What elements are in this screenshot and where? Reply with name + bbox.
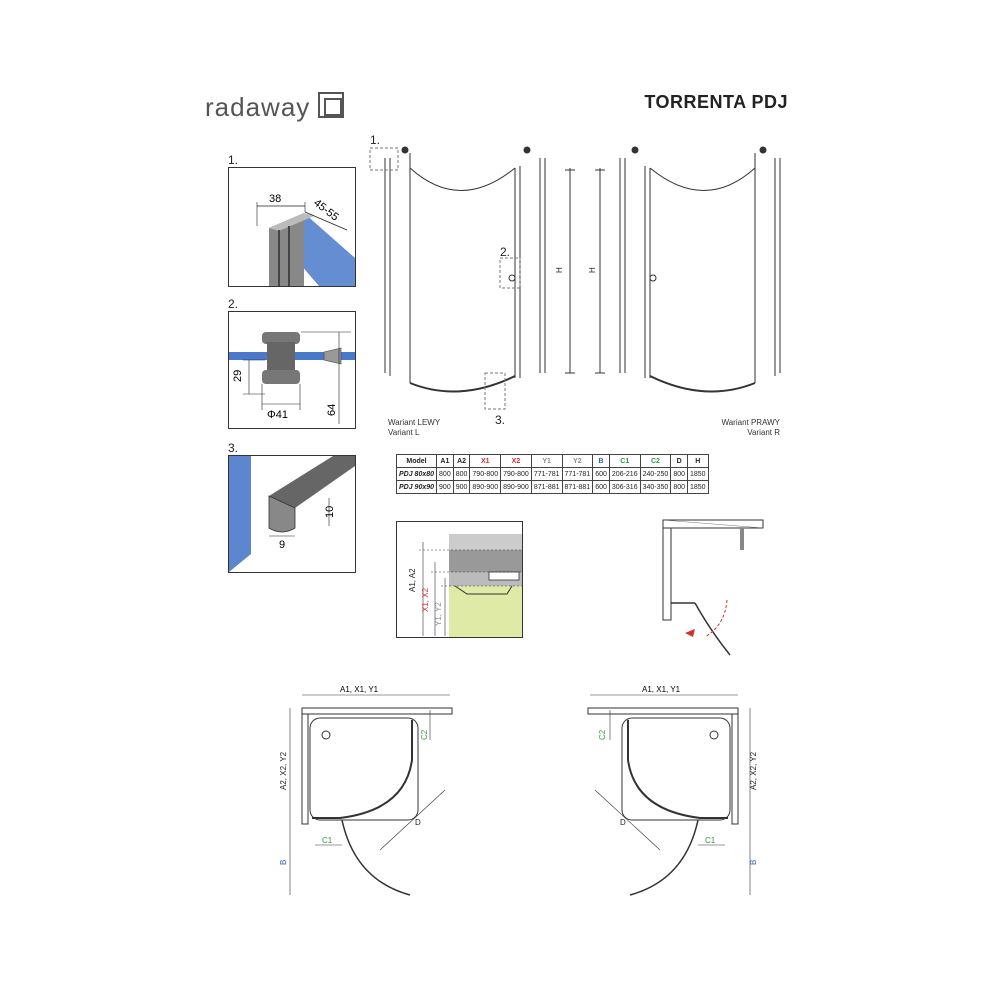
dim-64: 64: [326, 404, 338, 416]
detail-3-panel: 10 9: [228, 455, 356, 573]
spec-cell: 790-800: [500, 467, 532, 481]
plan-left-b: B: [280, 860, 288, 865]
spec-header-1: A1: [436, 454, 454, 468]
elevation-drawings: 1. 2. 3. H H: [369, 133, 781, 427]
plan-right-c2: C2: [598, 729, 607, 740]
spec-cell: 340-350: [639, 480, 672, 494]
spec-cell: 871-881: [530, 480, 563, 494]
dim-29: 29: [232, 370, 244, 382]
spec-header-7: B: [592, 454, 610, 468]
dim-phi41: Φ41: [267, 409, 288, 421]
spec-header-11: H: [687, 454, 709, 468]
spec-cell: 600: [592, 467, 610, 481]
plan-left-side-label: A2, X2, Y2: [280, 751, 288, 790]
detail-1-panel: 38 45-55: [228, 167, 356, 287]
plan-right-c1: C1: [705, 836, 716, 845]
variant-left-caption: Wariant LEWY Variant L: [388, 418, 441, 437]
elevation-left: [384, 146, 575, 393]
plan-right-d: D: [620, 818, 626, 827]
spec-cell: 900: [452, 480, 471, 494]
door-swing-diagram: [662, 519, 764, 656]
plan-right: A1, X1, Y1 A2, X2, Y2 B C1 C2 D: [587, 685, 758, 896]
profile-front: [269, 213, 304, 286]
spec-header-6: Y2: [561, 454, 594, 468]
spec-header-10: D: [670, 454, 688, 468]
page-title: TORRENTA PDJ: [644, 92, 788, 112]
spec-cell: 1850: [687, 480, 709, 494]
height-label-right: H: [588, 267, 597, 273]
detail-1-number: 1.: [228, 153, 239, 167]
spec-cell: 890-900: [469, 480, 502, 494]
plan-left-top-label: A1, X1, Y1: [340, 685, 379, 694]
section-label-y: Y1, Y2: [434, 602, 443, 626]
detail-3-drawing: 10 9: [229, 456, 355, 572]
dim-10: 10: [324, 506, 336, 518]
plan-left-c2: C2: [420, 729, 429, 740]
dim-9: 9: [279, 539, 285, 551]
spec-cell: 790-800: [469, 467, 502, 481]
spec-cell: 900: [436, 480, 454, 494]
spec-cell: 771-781: [530, 467, 563, 481]
spec-header-9: C2: [639, 454, 672, 468]
callout-box-3: [484, 372, 506, 410]
brand-name: radaway: [205, 92, 311, 122]
spec-header-2: A2: [452, 454, 471, 468]
callout-2: 2.: [500, 245, 510, 259]
detail-1-drawing: 38 45-55: [229, 180, 355, 286]
plan-left-d: D: [415, 818, 421, 827]
spec-cell: 890-900: [500, 480, 532, 494]
variant-right-caption: Wariant PRAWY Variant R: [721, 418, 780, 437]
spec-cell: 871-881: [561, 480, 594, 494]
hinge-bottom: [262, 370, 300, 384]
spec-header-4: X2: [500, 454, 532, 468]
plan-right-side-label: A2, X2, Y2: [749, 751, 758, 790]
callout-1: 1.: [370, 133, 380, 147]
spec-cell: 206-216: [608, 467, 641, 481]
section-drawing: A1, A2 X1, X2 Y1, Y2: [408, 534, 522, 637]
spec-cell: PDJ 90x90: [395, 480, 438, 494]
section-panel: A1, A2 X1, X2 Y1, Y2: [396, 521, 523, 638]
callout-box-2: [499, 257, 521, 289]
spec-cell: 800: [452, 467, 471, 481]
plan-left: A1, X1, Y1 A2, X2, Y2 B C1 C2 D: [280, 685, 453, 896]
plan-left-c1: C1: [322, 836, 333, 845]
plan-right-b: B: [749, 860, 758, 865]
height-label-left: H: [555, 267, 564, 273]
spec-cell: 240-250: [639, 467, 672, 481]
detail-2-drawing: 29 Φ41 64: [229, 331, 355, 424]
spec-cell: 600: [592, 480, 610, 494]
spec-header-0: Model: [395, 454, 438, 468]
profile-top: [269, 213, 314, 231]
callout-box-1: [369, 147, 399, 171]
spec-cell: 800: [436, 467, 454, 481]
detail-2-number: 2.: [228, 297, 239, 311]
dim-38: 38: [269, 193, 281, 205]
section-label-x: X1, X2: [421, 587, 430, 612]
spec-header-5: Y1: [530, 454, 563, 468]
brand-logo: [318, 92, 344, 118]
spec-cell: 771-781: [561, 467, 594, 481]
spec-cell: 1850: [687, 467, 709, 481]
plan-right-top-label: A1, X1, Y1: [642, 685, 681, 694]
spec-cell: 800: [670, 480, 688, 494]
callout-3: 3.: [495, 413, 505, 427]
glass-panel: [229, 456, 251, 572]
spec-cell: PDJ 80x80: [395, 467, 438, 481]
spec-header-3: X1: [469, 454, 502, 468]
section-label-a: A1, A2: [408, 568, 417, 592]
seal-profile: [269, 456, 355, 508]
detail-3-number: 3.: [228, 441, 239, 455]
detail-2-panel: 29 Φ41 64: [228, 311, 356, 429]
hinge-top: [262, 332, 300, 344]
spec-header-8: C1: [608, 454, 641, 468]
spec-cell: 306-316: [608, 480, 641, 494]
spec-cell: 800: [670, 467, 688, 481]
elevation-right: [595, 146, 781, 393]
